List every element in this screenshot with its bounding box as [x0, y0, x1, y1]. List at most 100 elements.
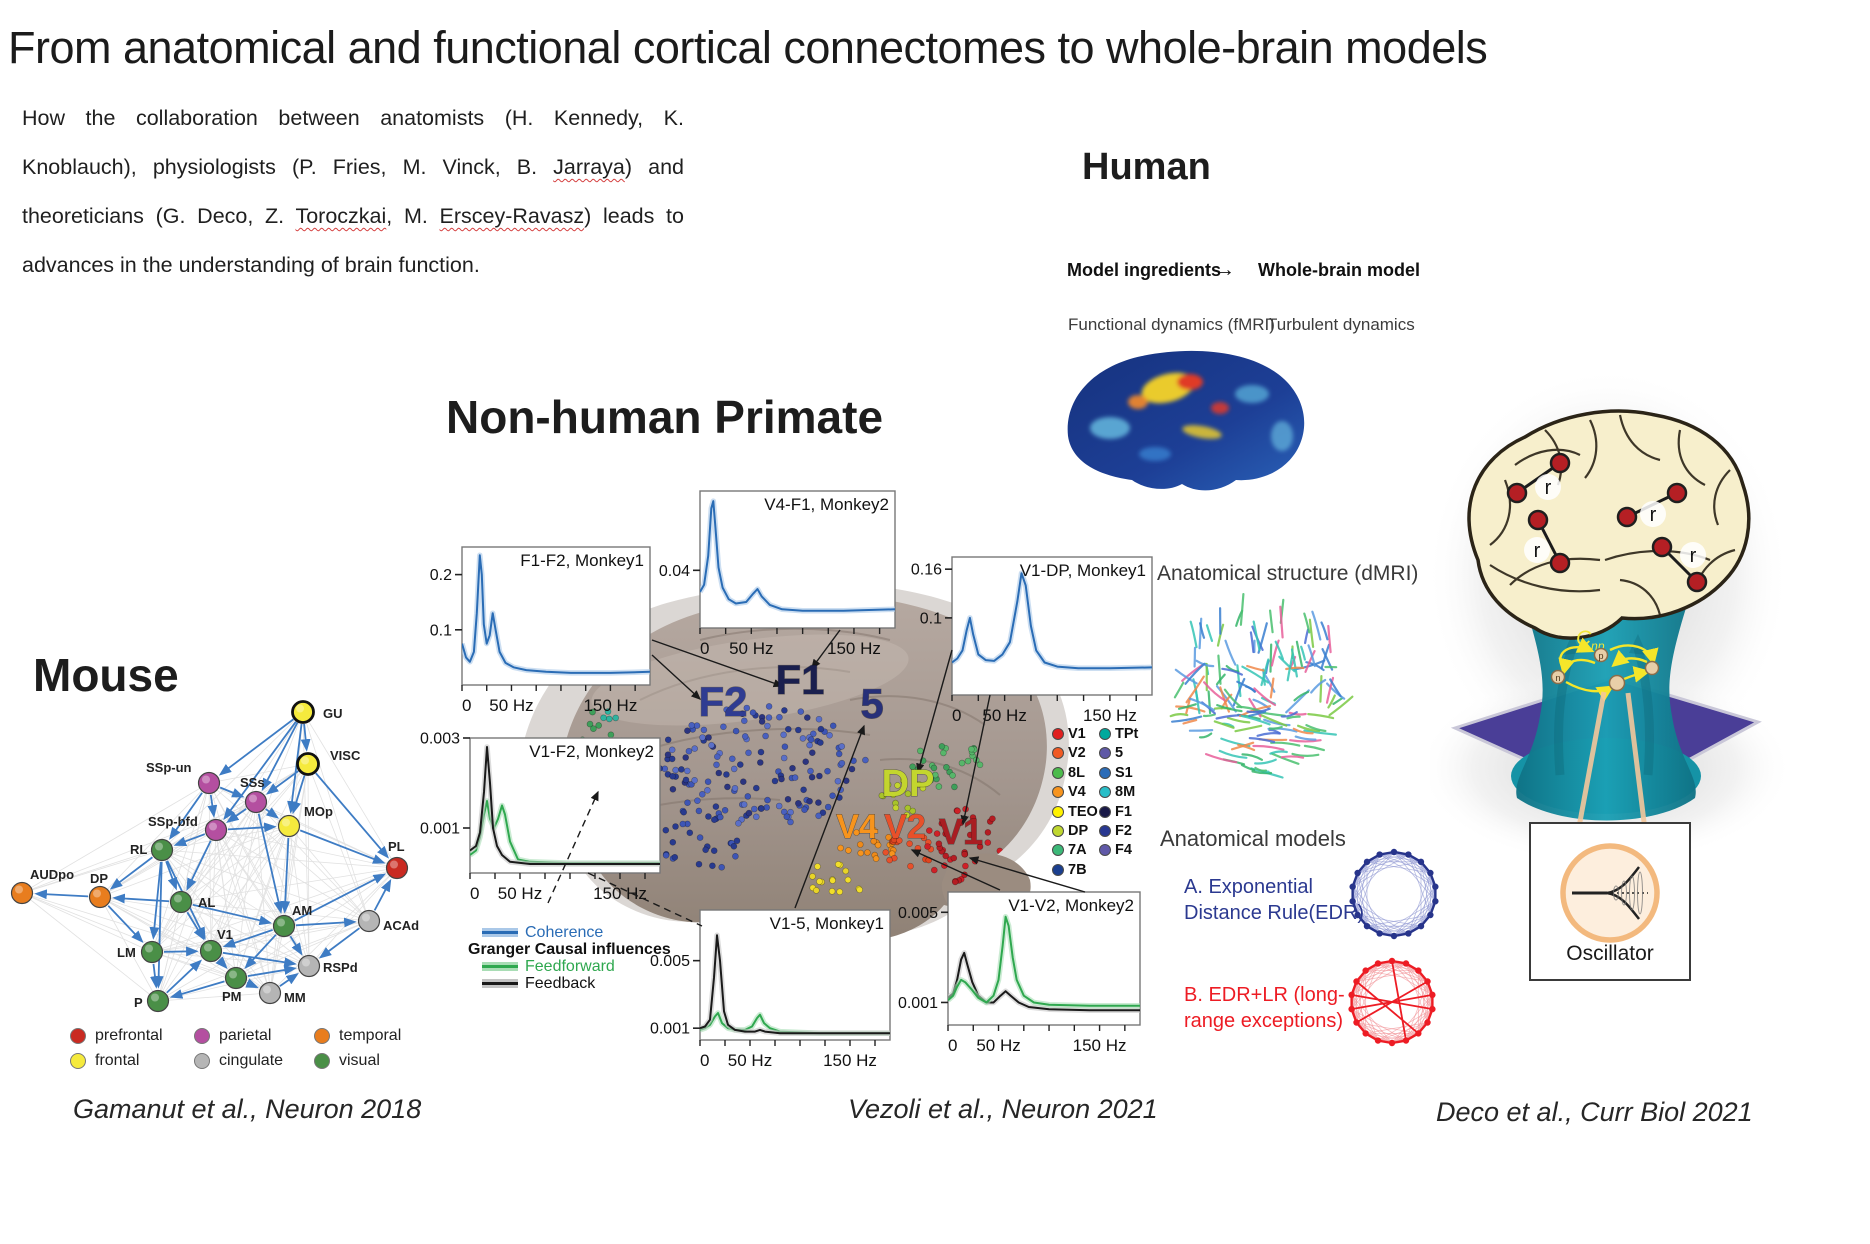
mouse-node-GU: GU	[291, 700, 343, 724]
dot-legend-S1: S1	[1099, 765, 1133, 781]
fmri-brain-image	[1067, 350, 1305, 491]
svg-text:0.001: 0.001	[420, 821, 460, 838]
svg-text:50 Hz: 50 Hz	[982, 706, 1026, 725]
svg-text:p: p	[1598, 651, 1603, 661]
mouse-node-SSp-un: SSp-un	[146, 760, 221, 795]
dot-legend-7B: 7B	[1052, 862, 1087, 878]
svg-text:0.16: 0.16	[911, 562, 942, 579]
svg-text:AUDpo: AUDpo	[30, 867, 74, 882]
svg-text:LM: LM	[117, 945, 136, 960]
mouse-node-MOp: MOp	[277, 804, 333, 838]
mouse-node-MM: MM	[258, 981, 306, 1005]
svg-text:0.001: 0.001	[650, 1021, 690, 1038]
mouse-node-DP: DP	[88, 871, 112, 909]
svg-text:MOp: MOp	[304, 804, 333, 819]
mouse-node-LM: LM	[117, 940, 164, 964]
svg-text:0.2: 0.2	[430, 567, 452, 584]
intro-line: theoreticians (G. Deco, Z. Toroczkai, M.…	[22, 204, 684, 228]
edr-lr-ring-model	[1348, 957, 1436, 1047]
intro-line: advances in the understanding of brain f…	[22, 253, 480, 277]
svg-text:50 Hz: 50 Hz	[489, 696, 533, 715]
coupling-arrows	[1558, 637, 1659, 702]
svg-text:n: n	[1555, 673, 1560, 683]
spectra-legend: Coherence Granger Causal influences Feed…	[468, 924, 698, 992]
svg-text:50 Hz: 50 Hz	[976, 1036, 1020, 1055]
intro-line: How the collaboration between anatomists…	[22, 106, 684, 130]
model-b-label: B. EDR+LR (long-range exceptions)	[1184, 984, 1345, 1032]
svg-text:PL: PL	[388, 839, 405, 854]
mouse-legend-item-visual: visual	[314, 1051, 380, 1071]
whole-brain-model-header: Whole-brain model	[1258, 260, 1420, 280]
bifurcation-icon	[1572, 866, 1648, 920]
svg-text:PM: PM	[222, 989, 242, 1004]
intro-paragraph: How the collaboration between anatomists…	[22, 94, 684, 290]
chart-title: V1-DP, Monkey1	[1020, 561, 1146, 580]
dot-legend-DP: DP	[1052, 823, 1088, 839]
parietal-color-dot	[194, 1028, 210, 1044]
dot-legend-F1: F1	[1099, 804, 1132, 820]
dot-legend-8L: 8L	[1052, 765, 1085, 781]
mouse-node-SSs: SSs	[240, 775, 268, 814]
svg-text:150 Hz: 150 Hz	[823, 1051, 877, 1070]
dot-legend-8M: 8M	[1099, 784, 1135, 800]
human-heading: Human	[1082, 146, 1211, 188]
prefrontal-color-dot	[70, 1028, 86, 1044]
chart-title: V4-F1, Monkey2	[764, 495, 889, 514]
feedback-swatch	[482, 979, 518, 988]
mouse-node-PL: PL	[385, 839, 409, 880]
mouse-legend-item-parietal: parietal	[194, 1026, 271, 1046]
dot-legend-TEO: TEO	[1052, 804, 1098, 820]
dot-legend-F2: F2	[1099, 823, 1132, 839]
anatomical-models-label: Anatomical models	[1160, 826, 1346, 851]
primate-citation: Vezoli et al., Neuron 2021	[848, 1094, 1158, 1124]
coherence-swatch	[482, 928, 518, 937]
granger-label: Granger Causal influences	[468, 941, 671, 958]
svg-text:150 Hz: 150 Hz	[1083, 706, 1137, 725]
cingulate-color-dot	[194, 1053, 210, 1069]
svg-text:150 Hz: 150 Hz	[1073, 1036, 1127, 1055]
mouse-legend-item-prefrontal: prefrontal	[70, 1026, 163, 1046]
svg-text:0: 0	[948, 1036, 957, 1055]
mouse-node-P: P	[134, 989, 170, 1013]
svg-text:0.1: 0.1	[920, 610, 942, 627]
svg-text:RL: RL	[130, 842, 147, 857]
mouse-citation: Gamanut et al., Neuron 2018	[73, 1094, 422, 1124]
svg-text:RSPd: RSPd	[323, 960, 358, 975]
svg-text:r: r	[1650, 504, 1657, 526]
edr-ring-model	[1349, 848, 1439, 940]
svg-text:0.04: 0.04	[659, 563, 690, 580]
mouse-node-V1: V1	[199, 927, 233, 963]
svg-text:0.003: 0.003	[420, 731, 460, 748]
chart-title: V1-5, Monkey1	[770, 914, 884, 933]
svg-text:r: r	[1545, 477, 1552, 499]
model-ingredients-header: Model ingredients	[1067, 260, 1222, 280]
dot-legend-V1: V1	[1052, 726, 1086, 742]
mouse-heading: Mouse	[33, 649, 179, 701]
svg-text:50 Hz: 50 Hz	[729, 639, 773, 658]
svg-text:r: r	[1690, 545, 1697, 567]
dot-legend-F4: F4	[1099, 842, 1132, 858]
oscillator-label: Oscillator	[1566, 942, 1654, 965]
svg-text:0: 0	[952, 706, 961, 725]
feedforward-swatch	[482, 962, 518, 971]
dot-legend-V2: V2	[1052, 745, 1086, 761]
brain-region-nodes	[1506, 452, 1708, 593]
svg-text:0.005: 0.005	[650, 953, 690, 970]
chart-title: V1-V2, Monkey2	[1008, 896, 1134, 915]
spectrum-chart-v1dp: 0.1 0.16 0 50 Hz 150 Hz V1-DP, Monkey1	[894, 547, 1162, 740]
svg-text:ACAd: ACAd	[383, 918, 419, 933]
functional-dynamics-label: Functional dynamics (fMRI)	[1068, 315, 1275, 334]
svg-text:GU: GU	[323, 706, 343, 721]
svg-text:SSp-bfd: SSp-bfd	[148, 814, 198, 829]
svg-text:50 Hz: 50 Hz	[728, 1051, 772, 1070]
mouse-legend-item-cingulate: cingulate	[194, 1051, 283, 1071]
mouse-legend-item-frontal: frontal	[70, 1051, 139, 1071]
mouse-node-SSp-bfd: SSp-bfd	[148, 814, 228, 842]
feedforward-label: Feedforward	[525, 958, 615, 975]
